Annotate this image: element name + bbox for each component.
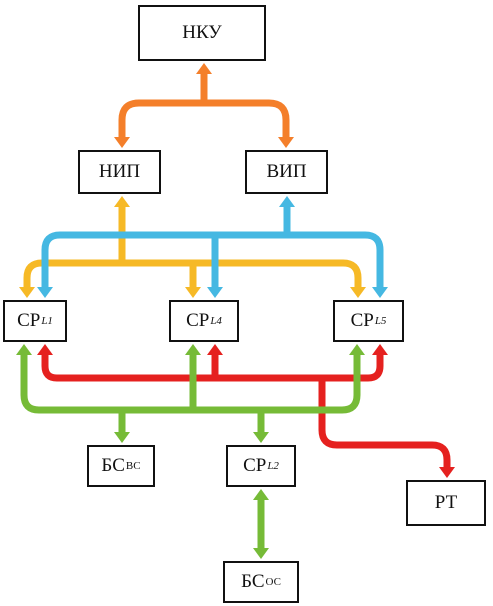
node-cp-l2-label: СР	[243, 455, 267, 476]
green-arrow-bs-vs	[114, 432, 130, 443]
blue-arrow-cp-l4	[207, 287, 223, 298]
blue-arrow-cp-l1	[37, 287, 53, 298]
node-cp-l1-label: СР	[17, 310, 41, 331]
orange-link	[118, 74, 290, 137]
node-nku-label: НКУ	[182, 22, 222, 43]
node-nip: НИП	[78, 150, 161, 194]
node-pt: РТ	[406, 480, 486, 526]
node-cp-l5-label: СР	[350, 310, 374, 331]
yellow-arrow-cp-l5	[350, 287, 366, 298]
red-arrow-cp-l4	[207, 344, 223, 355]
yellow-arrow-cp-l1	[19, 287, 35, 298]
yellow-arrow-nip	[114, 196, 130, 207]
red-arrow-cp-l5	[372, 344, 388, 355]
node-nip-label: НИП	[98, 161, 141, 182]
orange-arrow-nku	[196, 63, 212, 74]
node-bs-vs-label: БС	[101, 455, 125, 476]
node-nku: НКУ	[138, 5, 266, 61]
node-pt-label: РТ	[434, 492, 458, 513]
node-bs-os-label: БС	[241, 571, 265, 592]
blue-link	[41, 207, 384, 287]
yellow-arrow-cp-l4	[185, 287, 201, 298]
node-vip: ВИП	[245, 150, 328, 194]
node-cp-l5-sub: L5	[374, 315, 387, 327]
node-bs-vs-sub: ВС	[125, 460, 141, 472]
node-vip-label: ВИП	[266, 161, 307, 182]
node-cp-l4-sub: L4	[210, 315, 222, 327]
yellow-link	[23, 207, 362, 287]
red-link	[41, 355, 451, 467]
node-cp-l2-sub: L2	[267, 460, 279, 472]
blue-arrow-cp-l5	[372, 287, 388, 298]
orange-arrow-vip	[278, 137, 294, 148]
orange-arrow-nip	[114, 137, 130, 148]
node-cp-l4-label: СР	[186, 310, 210, 331]
green-arrow-cp-l2	[253, 432, 269, 443]
red-arrow-cp-l1	[37, 344, 53, 355]
green-link	[20, 355, 361, 548]
red-arrow-pt	[439, 467, 455, 478]
green-arrow-cp-l2-bottom	[253, 489, 269, 500]
node-cp-l1-sub: L1	[41, 315, 53, 327]
blue-arrow-vip	[279, 196, 295, 207]
node-bs-os-sub: ОС	[265, 576, 281, 588]
green-arrow-cp-l4	[185, 344, 201, 355]
green-arrow-cp-l5	[349, 344, 365, 355]
green-arrow-cp-l1	[16, 344, 32, 355]
green-arrow-bs-os	[253, 548, 269, 559]
